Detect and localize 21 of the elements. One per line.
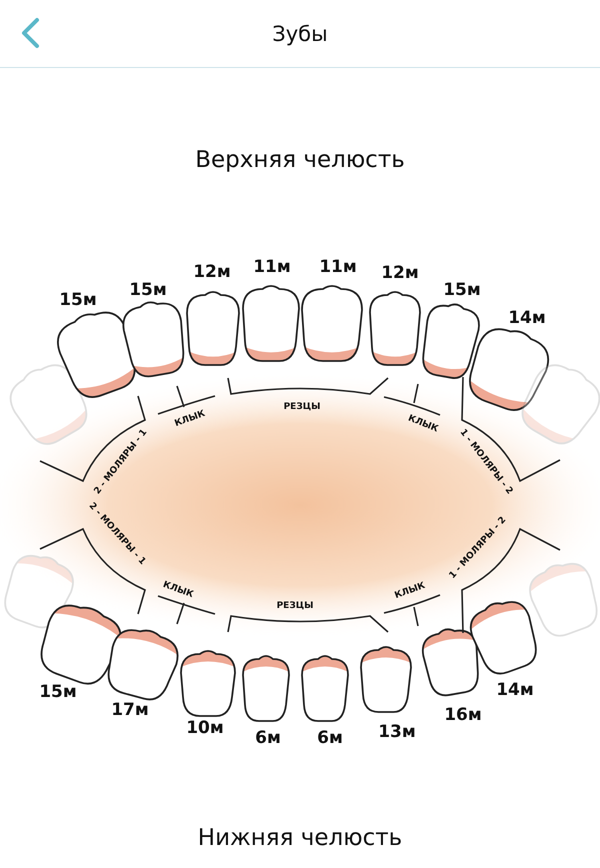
group-label: РЕЗЦЫ (284, 402, 320, 412)
page-title: Зубы (272, 22, 328, 46)
tooth-age-label: 15м (39, 682, 77, 702)
tooth-age-label: 6м (317, 728, 343, 748)
tooth-age-label: 15м (129, 280, 167, 300)
tooth-age-label: 6м (255, 728, 281, 748)
tooth-age-label: 15м (59, 290, 97, 310)
section-heading: Нижняя челюсть (198, 825, 402, 851)
tooth-age-label: 11м (319, 257, 357, 277)
section-heading: Верхняя челюсть (195, 147, 405, 173)
group-label: РЕЗЦЫ (276, 601, 314, 611)
tooth-age-label: 15м (443, 280, 481, 300)
tooth-age-label: 16м (444, 705, 482, 725)
tooth-age-label: 13м (378, 722, 416, 742)
tooth-age-label: 11м (253, 257, 291, 277)
tooth-age-label: 14м (496, 680, 534, 700)
tooth-age-label: 10м (186, 718, 224, 738)
tooth-age-label: 17м (111, 700, 149, 720)
tooth-age-label: 12м (381, 263, 419, 283)
tooth-age-label: 14м (508, 308, 546, 328)
tooth-age-label: 12м (193, 262, 231, 282)
